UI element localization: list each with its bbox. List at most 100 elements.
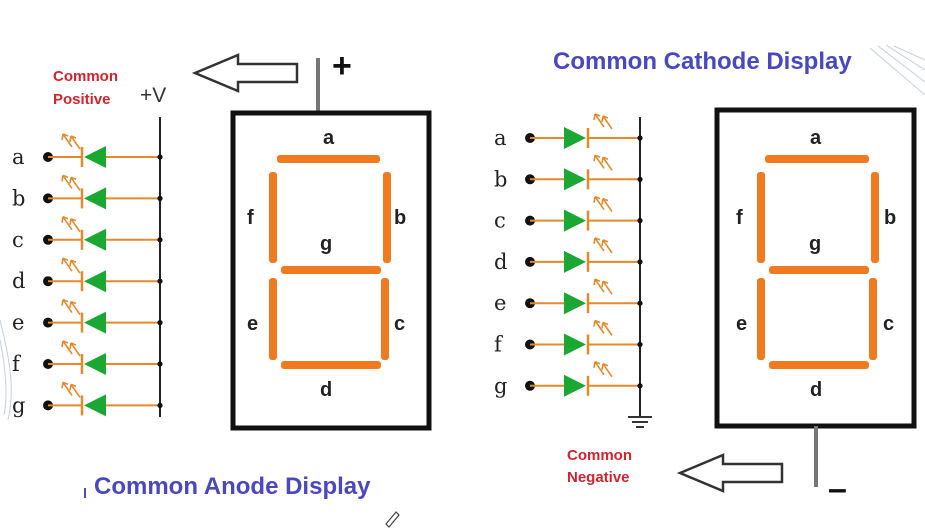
common-positive-label-line2: Positive — [53, 91, 111, 108]
cathode-led-row: g — [494, 361, 643, 398]
cathode-segment-d — [769, 361, 869, 369]
cathode-pin-label: a — [494, 126, 507, 150]
led-diode-icon — [84, 146, 106, 168]
cathode-led-row: b — [494, 154, 643, 191]
led-light-ray-head — [601, 115, 609, 123]
led-light-ray-head — [61, 133, 69, 141]
common-negative-label-line1: Common — [567, 447, 632, 464]
cathode-led-row: f — [494, 319, 643, 357]
cathode-segment-e — [757, 278, 765, 360]
led-light-ray-icon — [602, 115, 613, 130]
led-light-ray-icon — [602, 239, 613, 254]
bus-junction-dot — [157, 154, 163, 160]
cathode-segment-label-f: f — [736, 207, 743, 229]
led-light-ray-icon — [602, 280, 613, 295]
bus-junction-dot — [157, 195, 163, 201]
anode-led-row: f — [12, 340, 163, 376]
bus-junction-dot — [637, 259, 643, 265]
bus-junction-dot — [637, 300, 643, 306]
led-light-ray-head — [601, 321, 609, 329]
led-light-ray-icon — [62, 340, 73, 355]
bus-junction-dot — [637, 218, 643, 224]
anode-segment-e — [269, 278, 277, 360]
cathode-segment-c — [869, 278, 877, 360]
led-light-ray-head — [61, 381, 69, 389]
led-diode-icon — [84, 353, 106, 375]
cathode-segment-label-a: a — [810, 127, 822, 149]
cathode-segment-b — [871, 172, 879, 263]
led-light-ray-icon — [62, 216, 73, 231]
led-light-ray-head — [593, 237, 601, 245]
led-light-ray-head — [593, 361, 601, 368]
led-light-ray-icon — [62, 381, 73, 396]
bus-junction-dot — [157, 361, 163, 367]
led-light-ray-head — [601, 239, 609, 247]
bus-junction-dot — [637, 135, 643, 141]
bus-junction-dot — [637, 383, 643, 389]
plus-sign: + — [332, 47, 352, 85]
led-light-ray-icon — [594, 196, 605, 211]
led-light-ray-icon — [594, 320, 605, 334]
led-diode-icon — [564, 209, 586, 232]
cathode-segment-label-e: e — [736, 313, 747, 335]
anode-pin-label: f — [12, 352, 22, 376]
bus-junction-dot — [637, 176, 643, 182]
led-light-ray-icon — [62, 257, 73, 272]
anode-segment-b — [383, 172, 391, 263]
led-diode-icon — [84, 270, 106, 293]
led-diode-icon — [84, 228, 106, 251]
led-light-ray-head — [61, 340, 69, 348]
common-anode-title: Common Anode Display — [94, 473, 371, 500]
cathode-led-row: d — [494, 237, 643, 274]
common-positive-label-line1: Common — [53, 68, 118, 85]
ground-icon — [628, 416, 652, 428]
cathode-segment-a — [765, 155, 869, 163]
led-light-ray-head — [601, 280, 609, 288]
anode-segment-d — [281, 361, 381, 369]
cathode-segment-label-b: b — [884, 207, 896, 229]
led-light-ray-icon — [70, 383, 81, 398]
bus-junction-dot — [157, 237, 163, 243]
anode-segment-label-b: b — [394, 207, 406, 229]
led-diode-icon — [84, 187, 106, 210]
cathode-pin-label: d — [494, 250, 507, 274]
anode-pin-label: a — [12, 145, 25, 169]
cathode-segment-label-g: g — [809, 233, 821, 255]
anode-segment-label-d: d — [320, 379, 332, 401]
bus-junction-dot — [157, 320, 163, 326]
led-light-ray-head — [69, 259, 77, 267]
bus-junction-dot — [637, 341, 643, 348]
anode-segment-label-a: a — [323, 127, 335, 149]
led-diode-icon — [564, 292, 586, 315]
led-light-ray-head — [593, 113, 601, 121]
anode-led-row: a — [12, 133, 163, 169]
led-light-ray-head — [61, 298, 69, 306]
led-light-ray-icon — [602, 322, 613, 336]
led-light-ray-head — [593, 195, 601, 203]
pen-cursor-icon — [385, 511, 400, 528]
minus-sign: – — [828, 470, 847, 508]
led-light-ray-icon — [602, 363, 613, 378]
led-light-ray-head — [601, 197, 609, 205]
cathode-pin-label: b — [494, 167, 507, 191]
led-light-ray-icon — [70, 301, 81, 316]
led-light-ray-icon — [70, 135, 81, 150]
led-light-ray-head — [69, 300, 77, 308]
led-light-ray-head — [69, 342, 77, 350]
led-light-ray-head — [601, 156, 609, 164]
led-light-ray-icon — [70, 342, 81, 357]
cathode-segment-f — [757, 172, 765, 263]
anode-segment-label-g: g — [320, 233, 332, 255]
led-diode-icon — [564, 127, 586, 149]
led-light-ray-head — [61, 257, 69, 265]
led-diode-icon — [564, 374, 586, 397]
left-arrow-icon — [676, 453, 784, 493]
bus-junction-dot — [157, 278, 163, 284]
anode-segment-g — [281, 266, 381, 274]
anode-segment-label-e: e — [247, 313, 258, 335]
